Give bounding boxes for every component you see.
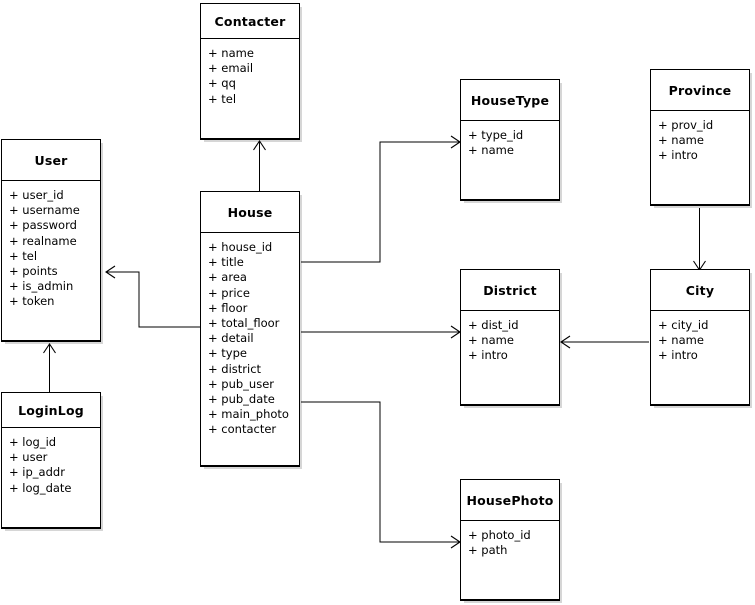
class-attributes-user: + user_id + username + password + realna…: [2, 181, 100, 341]
class-title-loginlog: LoginLog: [2, 393, 100, 428]
attribute-row: + dist_id: [468, 318, 519, 332]
class-title-house: House: [201, 192, 299, 233]
attribute-row: + city_id: [658, 318, 709, 332]
relation-house-housephoto: [301, 401, 461, 549]
attribute-row: + district: [208, 361, 262, 376]
class-box-city[interactable]: City + city_id + name + intro: [650, 269, 750, 406]
class-attributes-contacter: + name + email + qq + tel: [201, 39, 299, 139]
class-box-contacter[interactable]: Contacter + name + email + qq + tel: [200, 3, 300, 140]
class-name-text: LoginLog: [18, 402, 84, 418]
attribute-row: + area: [208, 270, 247, 285]
class-box-housephoto[interactable]: HousePhoto + photo_id + path: [460, 479, 560, 601]
class-title-housephoto: HousePhoto: [461, 480, 559, 521]
class-name-text: User: [34, 152, 68, 168]
class-attributes-housephoto: + photo_id + path: [461, 521, 559, 600]
class-name-text: Province: [668, 82, 732, 98]
relation-house-contacter: [253, 140, 266, 191]
attribute-row: + username: [9, 203, 80, 218]
class-title-city: City: [651, 270, 749, 311]
attribute-row: + ip_addr: [9, 465, 65, 480]
class-name-text: HousePhoto: [466, 492, 554, 508]
attribute-row: + points: [9, 264, 58, 279]
attribute-row: + pub_user: [208, 376, 275, 391]
class-name-text: House: [227, 204, 273, 220]
relation-house-housetype: [301, 135, 461, 263]
attribute-row: + floor: [208, 300, 248, 315]
attribute-row: + user: [9, 450, 48, 465]
class-title-housetype: HouseType: [461, 80, 559, 121]
attribute-row: + type_id: [468, 128, 524, 142]
attribute-row: + contacter: [208, 422, 277, 437]
class-attributes-house: + house_id + title + area + price + floo…: [201, 233, 299, 466]
attribute-row: + tel: [9, 248, 38, 263]
attribute-row: + name: [658, 133, 704, 148]
class-box-user[interactable]: User + user_id + username + password + r…: [1, 139, 101, 342]
class-attributes-city: + city_id + name + intro: [651, 311, 749, 405]
class-title-district: District: [461, 270, 559, 311]
attribute-row: + price: [208, 285, 250, 300]
relation-loginlog-user: [43, 343, 56, 392]
attribute-row: + intro: [468, 348, 508, 363]
attribute-row: + house_id: [208, 240, 273, 254]
attribute-row: + intro: [658, 148, 698, 163]
attribute-row: + main_photo: [208, 407, 289, 422]
class-box-housetype[interactable]: HouseType + type_id + name: [460, 79, 560, 201]
class-box-house[interactable]: House + house_id + title + area + price …: [200, 191, 300, 467]
attribute-row: + name: [658, 333, 704, 348]
attribute-row: + user_id: [9, 188, 64, 202]
attribute-row: + realname: [9, 233, 77, 248]
class-attributes-housetype: + type_id + name: [461, 121, 559, 200]
relation-province-city: [693, 208, 706, 271]
attribute-row: + name: [468, 143, 514, 158]
class-title-province: Province: [651, 70, 749, 111]
class-box-loginlog[interactable]: LoginLog + log_id + user + ip_addr + log…: [1, 392, 101, 529]
class-name-text: City: [685, 282, 715, 298]
relation-house-user: [105, 265, 200, 328]
attribute-row: + email: [208, 61, 254, 76]
class-name-text: Contacter: [214, 13, 286, 29]
class-attributes-province: + prov_id + name + intro: [651, 111, 749, 205]
class-title-user: User: [2, 140, 100, 181]
class-title-contacter: Contacter: [201, 4, 299, 39]
attribute-row: + tel: [208, 91, 237, 106]
attribute-row: + qq: [208, 76, 236, 91]
attribute-row: + name: [208, 46, 254, 60]
attribute-row: + path: [468, 543, 508, 558]
class-box-district[interactable]: District + dist_id + name + intro: [460, 269, 560, 406]
attribute-row: + detail: [208, 331, 254, 346]
attribute-row: + title: [208, 255, 244, 270]
relation-city-district: [560, 335, 649, 349]
attribute-row: + log_id: [9, 435, 57, 449]
attribute-row: + photo_id: [468, 528, 531, 542]
attribute-row: + token: [9, 294, 55, 309]
attribute-row: + is_admin: [9, 279, 74, 294]
class-attributes-loginlog: + log_id + user + ip_addr + log_date: [2, 428, 100, 528]
attribute-row: + intro: [658, 348, 698, 363]
attribute-row: + log_date: [9, 480, 72, 495]
relation-house-district: [301, 325, 461, 339]
attribute-row: + prov_id: [658, 118, 714, 132]
class-name-text: District: [483, 282, 537, 298]
class-box-province[interactable]: Province + prov_id + name + intro: [650, 69, 750, 206]
attribute-row: + password: [9, 218, 77, 233]
class-name-text: HouseType: [470, 92, 550, 108]
attribute-row: + pub_date: [208, 392, 275, 407]
attribute-row: + total_floor: [208, 316, 280, 331]
attribute-row: + type: [208, 346, 247, 361]
class-attributes-district: + dist_id + name + intro: [461, 311, 559, 405]
attribute-row: + name: [468, 333, 514, 348]
